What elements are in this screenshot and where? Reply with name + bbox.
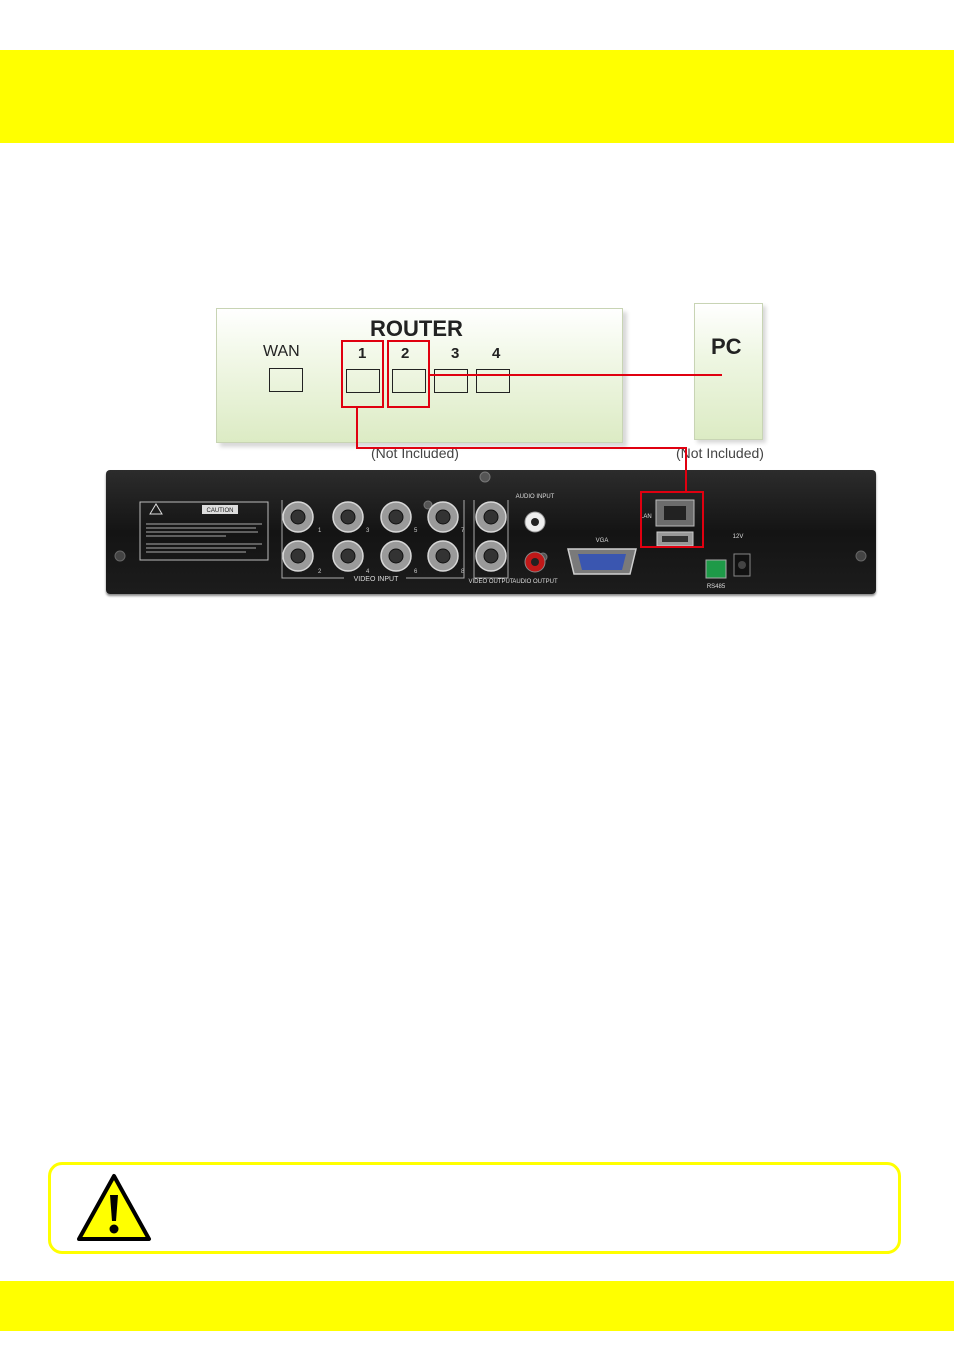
highlight-port-1: [341, 340, 384, 408]
highlight-port-2: [387, 340, 430, 408]
router-port-2: [392, 369, 426, 393]
highlight-lan-port: [640, 491, 704, 548]
header-band: [0, 50, 954, 143]
rs485-label: RS485: [707, 584, 726, 590]
port-label-4: 4: [492, 345, 501, 362]
router-port-1: [346, 369, 380, 393]
dvr-rear-panel: CAUTION 1 2 3: [106, 470, 876, 594]
power-label: 12V: [733, 534, 744, 540]
caution-label: CAUTION: [207, 508, 234, 514]
lan-label: LAN: [640, 514, 652, 520]
svg-text:5: 5: [414, 528, 418, 534]
router-port-wan: [269, 368, 303, 392]
svg-text:8: 8: [461, 569, 465, 575]
svg-text:6: 6: [414, 569, 418, 575]
port-label-2: 2: [401, 345, 410, 362]
audio-input-label: AUDIO INPUT: [516, 494, 555, 500]
warning-triangle-icon: [77, 1174, 151, 1241]
dvr-panel-graphic: CAUTION 1 2 3: [114, 471, 867, 590]
port-label-3: 3: [451, 345, 460, 362]
vga-label: VGA: [596, 538, 609, 544]
warning-box: [48, 1162, 901, 1254]
svg-text:7: 7: [461, 528, 465, 534]
svg-text:2: 2: [318, 569, 322, 575]
audio-output-label: AUDIO OUTPUT: [512, 579, 558, 585]
router-port-3: [434, 369, 468, 393]
port-label-wan: WAN: [263, 343, 300, 360]
pc-not-included-note: (Not Included): [676, 445, 764, 461]
svg-text:4: 4: [366, 569, 370, 575]
video-input-label: VIDEO INPUT: [354, 576, 399, 583]
svg-text:1: 1: [318, 528, 322, 534]
dvr-to-router-cable: [356, 408, 687, 492]
footer-band: [0, 1281, 954, 1331]
router-title: ROUTER: [370, 316, 463, 341]
router-port-4: [476, 369, 510, 393]
pc-box: [694, 303, 763, 440]
port-label-1: 1: [358, 345, 367, 362]
svg-text:3: 3: [366, 528, 370, 534]
video-output-label: VIDEO OUTPUT: [468, 579, 513, 585]
pc-title: PC: [711, 334, 742, 359]
